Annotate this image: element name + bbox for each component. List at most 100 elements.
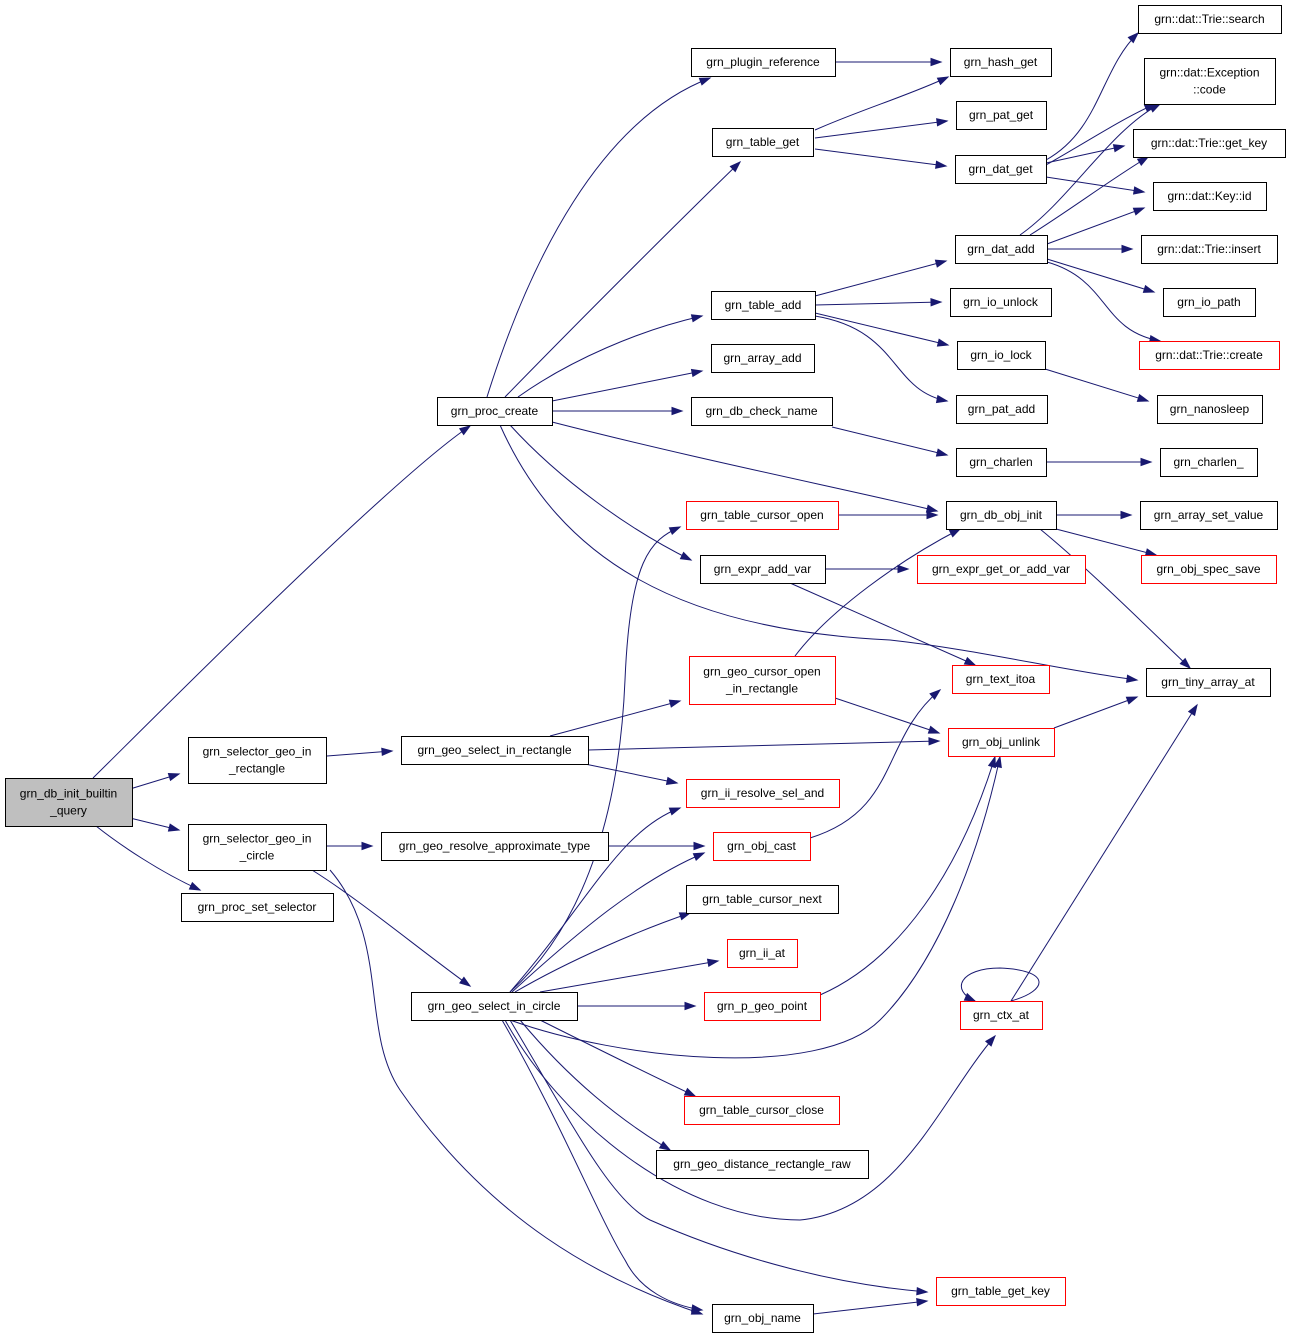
node-expr-get-or-add-var[interactable]: grn_expr_get_or_add_var <box>917 555 1086 584</box>
node-trie-search[interactable]: grn::dat::Trie::search <box>1138 5 1282 34</box>
node-charlen-[interactable]: grn_charlen_ <box>1160 448 1258 477</box>
node-label: grn_expr_add_var <box>714 562 811 576</box>
node-box <box>1146 668 1271 697</box>
node-geo-distance-rect-raw[interactable]: grn_geo_distance_rectangle_raw <box>656 1150 869 1179</box>
edge-proc_create-to-array_add <box>551 368 704 402</box>
node-exception-code[interactable]: grn::dat::Exception::code <box>1144 58 1276 105</box>
edge-line <box>504 1019 996 1221</box>
node-db-check-name[interactable]: grn_db_check_name <box>691 397 833 426</box>
node-box <box>956 101 1047 130</box>
node-pat-get[interactable]: grn_pat_get <box>956 101 1047 130</box>
node-box <box>1163 288 1256 317</box>
node-ctx-at[interactable]: grn_ctx_at <box>960 1001 1043 1030</box>
node-label: grn_db_obj_init <box>960 508 1043 522</box>
node-label: grn_nanosleep <box>1170 402 1250 416</box>
node-tiny-array-at[interactable]: grn_tiny_array_at <box>1146 668 1271 697</box>
edge-geo_select_circle-to-p_geo_point <box>577 1001 697 1011</box>
node-label: grn_obj_unlink <box>962 735 1041 749</box>
node-plugin-reference[interactable]: grn_plugin_reference <box>691 48 836 77</box>
node-obj-cast[interactable]: grn_obj_cast <box>713 832 811 861</box>
node-sel-geo-rect[interactable]: grn_selector_geo_in_rectangle <box>188 737 327 784</box>
edge-line <box>814 120 948 139</box>
node-trie-insert[interactable]: grn::dat::Trie::insert <box>1141 235 1278 264</box>
edge-geo_select_circle-to-table_get_key <box>509 1019 929 1296</box>
node-label: grn_table_add <box>725 298 802 312</box>
node-array-set-value[interactable]: grn_array_set_value <box>1140 501 1278 530</box>
node-box <box>1133 129 1286 158</box>
edge-arrowhead <box>927 725 941 734</box>
edge-arrowhead <box>1144 548 1158 557</box>
node-io-path[interactable]: grn_io_path <box>1163 288 1256 317</box>
node-obj-unlink[interactable]: grn_obj_unlink <box>948 728 1055 757</box>
node-p-geo-point[interactable]: grn_p_geo_point <box>704 992 821 1021</box>
node-box <box>704 992 821 1021</box>
node-label: grn_table_cursor_open <box>700 508 823 522</box>
edge-table_add-to-pat_add <box>814 315 949 404</box>
node-root[interactable]: grn_db_init_builtin_query <box>5 778 133 827</box>
node-obj-name[interactable]: grn_obj_name <box>712 1304 814 1333</box>
node-proc-set-selector[interactable]: grn_proc_set_selector <box>181 893 334 922</box>
node-array-add[interactable]: grn_array_add <box>711 344 815 373</box>
node-dat-add[interactable]: grn_dat_add <box>955 235 1048 264</box>
node-text-itoa[interactable]: grn_text_itoa <box>952 665 1050 694</box>
node-io-unlock[interactable]: grn_io_unlock <box>950 288 1052 317</box>
edge-line <box>1055 528 1157 556</box>
node-table-get[interactable]: grn_table_get <box>712 128 814 157</box>
edge-geo_select_circle-to-obj_unlink <box>509 755 1002 1059</box>
edge-arrowhead <box>693 841 706 851</box>
node-table-add[interactable]: grn_table_add <box>711 291 816 320</box>
node-ii-resolve-sel-and[interactable]: grn_ii_resolve_sel_and <box>686 779 840 808</box>
node-dat-get[interactable]: grn_dat_get <box>955 155 1047 184</box>
edge-arrowhead <box>1132 207 1146 216</box>
node-label: grn_array_add <box>723 351 801 365</box>
node-label: grn_geo_distance_rectangle_raw <box>673 1157 851 1171</box>
edge-arrowhead <box>1125 696 1139 705</box>
node-box <box>691 397 833 426</box>
edge-arrowhead <box>683 1087 697 1097</box>
node-table-cursor-open[interactable]: grn_table_cursor_open <box>686 501 839 530</box>
node-box <box>188 824 327 871</box>
edge-table_add-to-dat_add <box>814 259 948 297</box>
node-geo-select-rect[interactable]: grn_geo_select_in_rectangle <box>401 736 589 765</box>
node-obj-spec-save[interactable]: grn_obj_spec_save <box>1141 555 1277 584</box>
edge-root-to-sel_geo_rect <box>129 773 181 790</box>
node-box <box>946 501 1057 530</box>
edge-arrowhead <box>167 823 181 832</box>
edge-proc_create-to-db_obj_init <box>551 421 939 513</box>
node-geo-select-circle[interactable]: grn_geo_select_in_circle <box>411 992 578 1021</box>
edge-arrowhead <box>671 406 684 416</box>
node-trie-get-key[interactable]: grn::dat::Trie::get_key <box>1133 129 1286 158</box>
edge-line <box>1045 103 1156 166</box>
node-table-cursor-next[interactable]: grn_table_cursor_next <box>686 885 839 914</box>
node-label: grn_ctx_at <box>973 1008 1030 1022</box>
node-label: grn_selector_geo_in <box>203 745 312 759</box>
node-table-cursor-close[interactable]: grn_table_cursor_close <box>684 1096 840 1125</box>
node-label: grn_dat_add <box>967 242 1034 256</box>
edge-line <box>509 807 681 993</box>
edge-arrowhead <box>936 76 950 86</box>
node-proc-create[interactable]: grn_proc_create <box>437 397 553 426</box>
node-box <box>700 555 826 584</box>
node-pat-add[interactable]: grn_pat_add <box>956 395 1048 424</box>
node-label: grn_ii_at <box>739 946 786 960</box>
node-key-id[interactable]: grn::dat::Key::id <box>1153 182 1267 211</box>
node-trie-create[interactable]: grn::dat::Trie::create <box>1139 341 1280 370</box>
node-db-obj-init[interactable]: grn_db_obj_init <box>946 501 1057 530</box>
node-table-get-key[interactable]: grn_table_get_key <box>936 1277 1066 1306</box>
node-io-lock[interactable]: grn_io_lock <box>957 341 1046 370</box>
node-sel-geo-circle[interactable]: grn_selector_geo_in_circle <box>188 824 327 871</box>
node-hash-get[interactable]: grn_hash_get <box>950 48 1052 77</box>
node-ii-at[interactable]: grn_ii_at <box>727 939 798 968</box>
node-expr-add-var[interactable]: grn_expr_add_var <box>700 555 826 584</box>
edge-arrowhead <box>928 737 941 746</box>
node-box <box>5 778 133 827</box>
node-geo-cursor-open[interactable]: grn_geo_cursor_open_in_rectangle <box>689 656 836 705</box>
node-charlen[interactable]: grn_charlen <box>956 448 1047 477</box>
node-nanosleep[interactable]: grn_nanosleep <box>1157 395 1263 424</box>
node-geo-resolve-approx[interactable]: grn_geo_resolve_approximate_type <box>381 832 609 861</box>
node-label: grn_obj_spec_save <box>1156 562 1260 576</box>
edge-geo_select_rect-to-ii_resolve_sel_and <box>584 763 679 785</box>
edge-proc_create-to-table_get <box>504 160 742 398</box>
edge-line <box>509 424 692 561</box>
edge-line <box>584 763 678 784</box>
